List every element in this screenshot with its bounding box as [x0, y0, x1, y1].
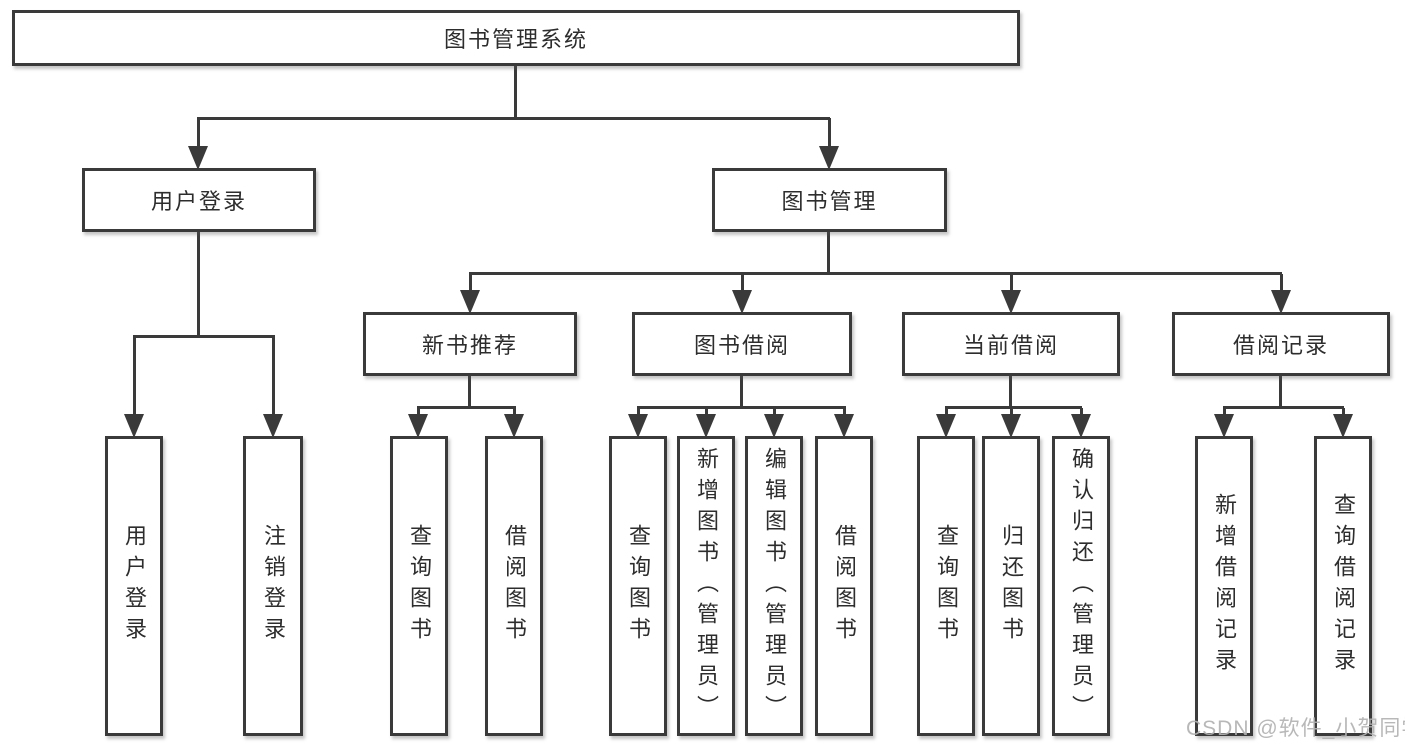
connector-arrow	[124, 337, 144, 438]
connector-line	[197, 117, 830, 120]
connector-arrow	[460, 274, 480, 314]
connector-arrow	[408, 408, 428, 438]
leaf-confirm-return-admin: 确认归还（管理员）	[1052, 436, 1110, 736]
connector-arrow	[819, 118, 839, 170]
node-book-management-branch: 图书管理	[712, 168, 947, 232]
node-current-borrow: 当前借阅	[902, 312, 1120, 376]
connector-line	[417, 406, 516, 409]
connector-line	[740, 375, 743, 408]
leaf-logout: 注销登录	[243, 436, 303, 736]
node-borrow-records: 借阅记录	[1172, 312, 1390, 376]
connector-line	[468, 375, 471, 408]
csdn-watermark: CSDN @软件_小贺同学	[1186, 717, 1405, 740]
connector-arrow	[1333, 408, 1353, 438]
connector-line	[197, 231, 200, 338]
connector-arrow	[764, 408, 784, 438]
connector-line	[469, 272, 1282, 275]
connector-arrow	[1214, 408, 1234, 438]
connector-arrow	[834, 408, 854, 438]
node-book-management-system: 图书管理系统	[12, 10, 1020, 66]
connector-arrow	[1001, 274, 1021, 314]
connector-arrow	[188, 118, 208, 170]
connector-arrow	[628, 408, 648, 438]
leaf-query-borrow-record: 查询借阅记录	[1314, 436, 1372, 736]
connector-arrow	[1071, 408, 1091, 438]
node-new-book-recommend: 新书推荐	[363, 312, 577, 376]
connector-line	[133, 335, 275, 338]
leaf-borrow-books-borrow: 借阅图书	[815, 436, 873, 736]
connector-line	[514, 66, 517, 119]
leaf-return-book: 归还图书	[982, 436, 1040, 736]
connector-line	[945, 406, 1082, 409]
leaf-query-books-borrow: 查询图书	[609, 436, 667, 736]
connector-arrow	[1271, 274, 1291, 314]
connector-arrow	[732, 274, 752, 314]
leaf-borrow-books-recommend: 借阅图书	[485, 436, 543, 736]
connector-line	[1009, 375, 1012, 408]
connector-line	[637, 406, 846, 409]
connector-arrow	[504, 408, 524, 438]
connector-line	[1279, 375, 1282, 408]
node-book-borrow: 图书借阅	[632, 312, 852, 376]
leaf-add-borrow-record: 新增借阅记录	[1195, 436, 1253, 736]
connector-line	[827, 231, 830, 275]
connector-arrow	[1001, 408, 1021, 438]
leaf-query-books-current: 查询图书	[917, 436, 975, 736]
leaf-user-login: 用户登录	[105, 436, 163, 736]
connector-arrow	[696, 408, 716, 438]
leaf-edit-book-admin: 编辑图书（管理员）	[745, 436, 803, 736]
connector-arrow	[263, 337, 283, 438]
connector-line	[1223, 406, 1344, 409]
leaf-add-book-admin: 新增图书（管理员）	[677, 436, 735, 736]
connector-arrow	[936, 408, 956, 438]
node-user-login-branch: 用户登录	[82, 168, 316, 232]
leaf-query-books-recommend: 查询图书	[390, 436, 448, 736]
